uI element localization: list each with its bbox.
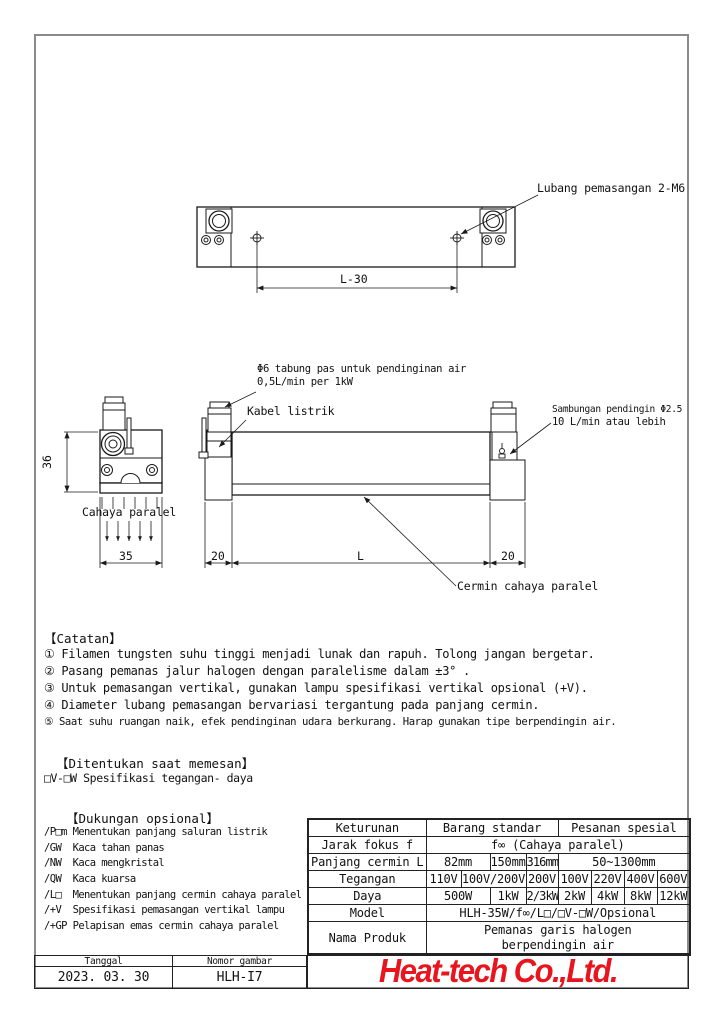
top-view-dimension [256,194,539,293]
coolant-label-line1: Sambungan pendingin Φ2.5 [552,404,683,415]
parallel-light-rays [101,497,158,541]
spec-row-power: Daya 500W 1kW 2/3kW 2kW 4kW 8kW 12kW [307,887,691,905]
spec-label: Model [307,904,427,922]
dim-36-label: 36 [39,455,54,469]
note-item-4: ④ Diameter lubang pemasangan bervariasi … [44,698,540,712]
end-view [64,396,163,568]
spec-cell-special: Pesanan spesial [557,818,691,837]
spec-label: Panjang cermin L [307,853,427,871]
water-tube-label-line2: 0,5L/min per 1kW [257,376,353,388]
option-item-5: /L□ Menentukan panjang cermin cahaya par… [44,889,302,901]
parallel-light-label: Cahaya paralel [82,505,177,519]
spec-row-mirror-length: Panjang cermin L 82mm 150mm 316mm 50~130… [307,853,691,871]
spec-label: Keturunan [307,818,427,837]
spec-cell: 600V [656,870,691,888]
date-value: 2023. 03. 30 [35,967,173,988]
mounting-hole-label: Lubang pemasangan 2-M6 [537,181,685,195]
spec-cell-model-value: HLH-35W/f∞/L□/□V-□W/Opsional [425,904,691,922]
dim-l30-label: L-30 [340,272,368,286]
option-item-4: /QW Kaca kuarsa [44,873,136,885]
notes-header: 【Catatan】 [44,631,122,646]
spec-table: Keturunan Barang standar Pesanan spesial… [307,818,692,956]
ordering-item: □V-□W Spesifikasi tegangan- daya [44,771,253,785]
dim-35-label: 35 [119,549,133,563]
cable-label: Kabel listrik [247,404,335,418]
spec-cell: 50~1300mm [557,853,691,871]
spec-cell: 400V [623,870,658,888]
front-view [198,391,552,587]
option-item-1: /P□m Menentukan panjang saluran listrik [44,826,268,838]
front-view-leaders [218,391,552,587]
title-block: Tanggal Nomor gambar 2023. 03. 30 HLH-I7 [34,955,307,989]
dim-20-right-label: 20 [501,549,515,563]
date-label: Tanggal [35,956,173,967]
mirror-label: Cermin cahaya paralel [457,579,599,593]
water-tube-label-line1: Φ6 tabung pas untuk pendinginan air [257,363,467,375]
spec-row-model: Model HLH-35W/f∞/L□/□V-□W/Opsional [307,904,691,922]
spec-row-focus: Jarak fokus f f∞ (Cahaya paralel) [307,836,691,854]
end-view-dimensions [64,431,163,568]
note-item-2: ② Pasang pemanas jalur halogen dengan pa… [44,664,470,678]
spec-label: Nama Produk [307,921,427,956]
spec-row-voltage: Tegangan 110V 100V/200V 200V 100V 220V 4… [307,870,691,888]
note-item-5: ⑤ Saat suhu ruangan naik, efek pendingin… [44,716,617,728]
spec-cell: 200V [525,870,559,888]
coolant-label-line2: 10 L/min atau lebih [552,416,666,428]
note-item-1: ① Filamen tungsten suhu tinggi menjadi l… [44,647,595,661]
spec-cell: 82mm [425,853,491,871]
dim-20-left-label: 20 [211,549,225,563]
note-item-3: ③ Untuk pemasangan vertikal, gunakan lam… [44,681,588,695]
spec-cell: 12kW [656,887,691,905]
spec-label: Daya [307,887,427,905]
ordering-header: 【Ditentukan saat memesan】 [56,756,255,771]
drawing-number-label: Nomor gambar [173,956,306,967]
spec-cell: 2kW [557,887,592,905]
spec-cell: 500W [425,887,491,905]
front-view-dimensions [204,502,526,568]
spec-cell: 100V/200V [460,870,527,888]
spec-cell: 4kW [590,887,625,905]
spec-cell: 1kW [489,887,527,905]
option-item-3: /NW Kaca mengkristal [44,857,165,869]
product-name-line2: berpendingin air [501,938,615,952]
drawing-number-value: HLH-I7 [216,970,263,985]
company-logo-box: Heat-tech Co.,Ltd. [307,951,689,990]
spec-cell: 8kW [623,887,658,905]
spec-label: Tegangan [307,870,427,888]
company-logo: Heat-tech Co.,Ltd. [378,951,619,990]
mounting-holes [250,231,464,245]
option-item-6: /+V Spesifikasi pemasangan vertikal lamp… [44,904,285,916]
option-item-2: /GW Kaca tahan panas [44,842,165,854]
option-item-7: /+GP Pelapisan emas cermin cahaya parale… [44,920,279,932]
spec-cell: 316mm [525,853,559,871]
spec-cell: 220V [590,870,625,888]
spec-row-keturunan: Keturunan Barang standar Pesanan spesial [307,818,691,837]
dim-length-label: L [357,549,364,563]
spec-label: Jarak fokus f [307,836,427,854]
product-name-line1: Pemanas garis halogen [484,923,632,937]
options-header: 【Dukungan opsional】 [66,811,219,826]
spec-cell-focus-value: f∞ (Cahaya paralel) [425,836,691,854]
spec-cell: 150mm [489,853,527,871]
top-view [196,194,539,293]
spec-cell: 110V [425,870,462,888]
spec-cell-standard: Barang standar [425,818,559,837]
spec-cell: 100V [557,870,592,888]
spec-cell: 2/3kW [525,887,559,905]
